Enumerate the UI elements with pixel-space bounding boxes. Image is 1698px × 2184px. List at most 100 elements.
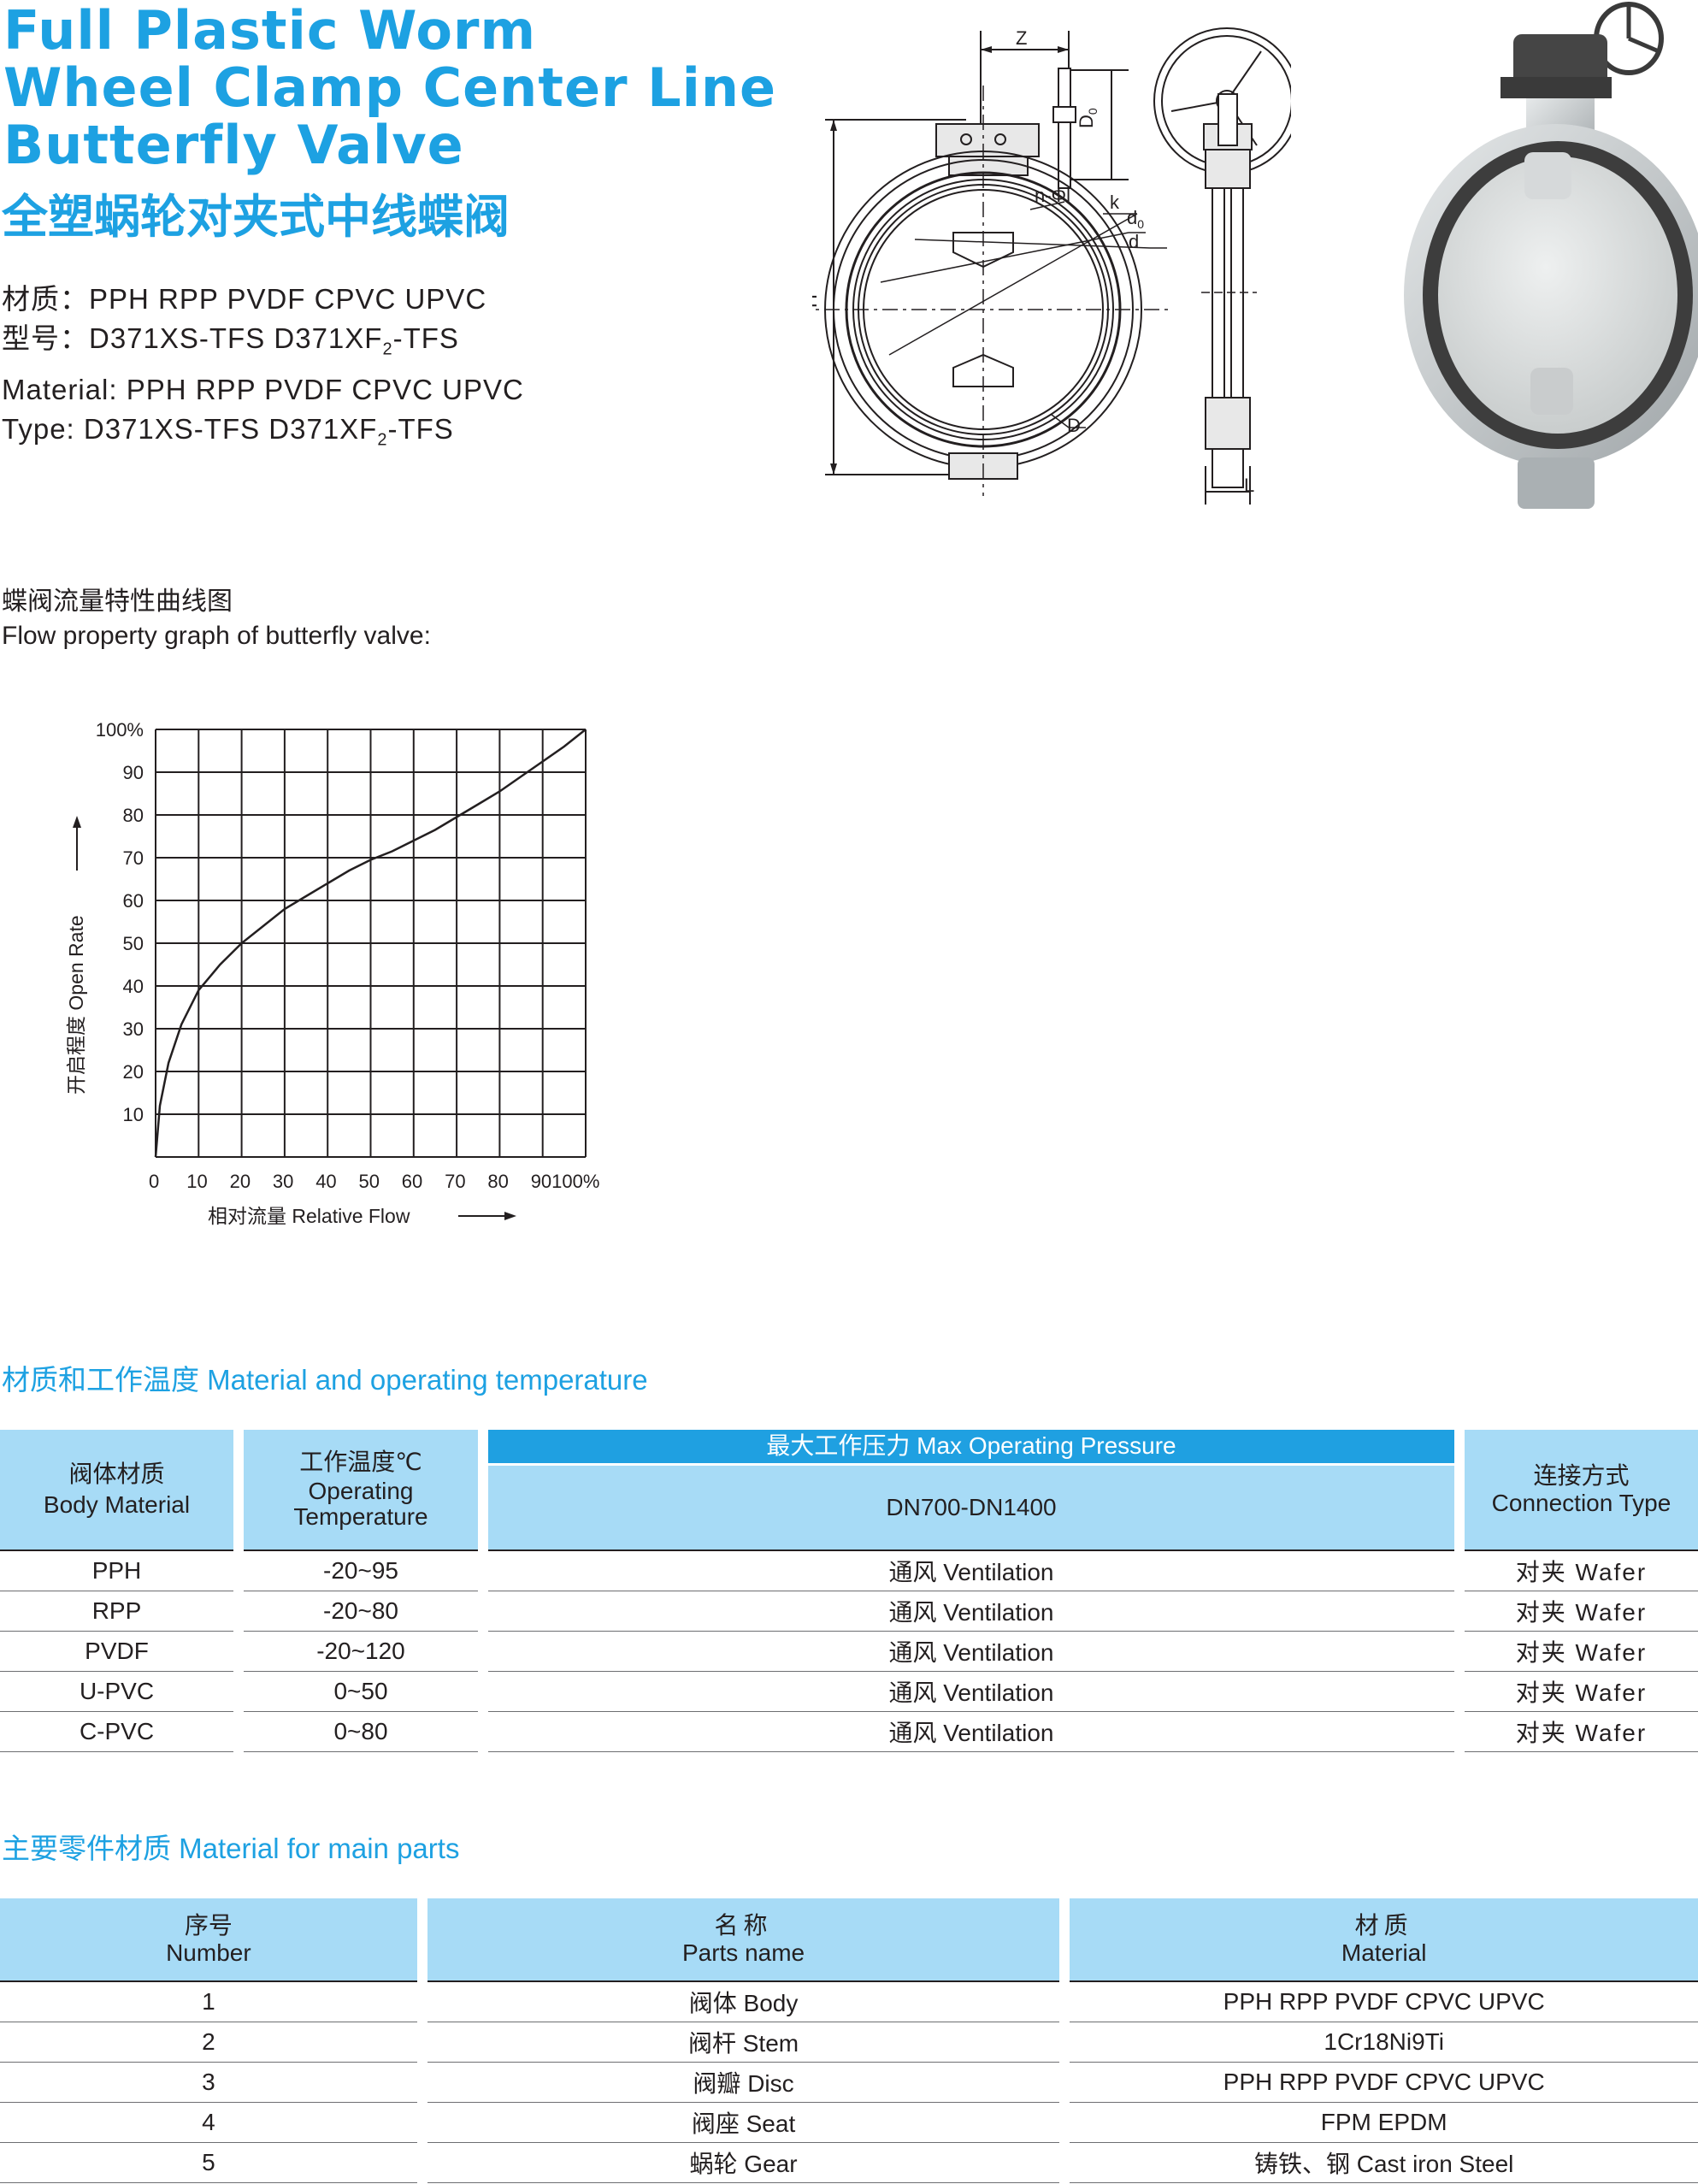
cell-body-material: C-PVC (0, 1712, 233, 1752)
cell-pressure: 通风 Ventilation (488, 1712, 1454, 1752)
label-d0-lower-sub: 0 (1137, 217, 1144, 231)
th-temp-cn: 工作温度℃ (299, 1449, 422, 1475)
page-title: Full Plastic Worm Wheel Clamp Center Lin… (3, 2, 824, 174)
page-title-cn: 全塑蜗轮对夹式中线蝶阀 (2, 190, 510, 244)
cell-temperature: -20~120 (244, 1632, 478, 1672)
subscript: 2 (377, 430, 388, 450)
th-connection-type: 连接方式 Connection Type (1465, 1430, 1698, 1551)
th-material: 材质 Material (1070, 1898, 1698, 1982)
y-tick-label: 70 (123, 847, 144, 869)
x-tick-label: 0 (149, 1171, 159, 1192)
y-tick-label: 100% (96, 719, 144, 741)
th-parts-name: 名称 Parts name (427, 1898, 1060, 1982)
cell-temperature: -20~80 (244, 1591, 478, 1632)
label-n-phi-l: n-Φl (1035, 185, 1070, 206)
y-tick-label: 10 (123, 1104, 144, 1125)
table2-heading: 主要零件材质 Material for main parts (2, 1833, 460, 1864)
x-tick-label: 90100% (531, 1171, 600, 1192)
cell-part-name: 阀杆 Stem (427, 2022, 1060, 2063)
cell-pressure: 通风 Ventilation (488, 1632, 1454, 1672)
th-dn-range: DN700-DN1400 (488, 1462, 1454, 1551)
cell-temperature: 0~50 (244, 1672, 478, 1712)
x-tick-label: 70 (445, 1171, 465, 1192)
x-tick-label: 80 (487, 1171, 508, 1192)
th-parts-name-cn: 名称 (714, 1912, 773, 1939)
spec-type-en-prefix: Type: D371XS-TFS D371XF (2, 413, 378, 445)
cell-body-material: U-PVC (0, 1672, 233, 1712)
cell-temperature: -20~95 (244, 1551, 478, 1591)
x-tick-label: 50 (359, 1171, 380, 1192)
spec-material-en: Material: PPH RPP PVDF CPVC UPVC (2, 374, 524, 405)
spec-type-cn-suffix: -TFS (392, 322, 459, 354)
y-tick-label: 90 (123, 762, 144, 783)
cell-connection: 对夹 Wafer (1465, 1551, 1698, 1591)
y-tick-label: 20 (123, 1061, 144, 1083)
cell-part-name: 阀体 Body (427, 1982, 1060, 2022)
cell-pressure: 通风 Ventilation (488, 1672, 1454, 1712)
x-tick-label: 60 (402, 1171, 422, 1192)
title-line-1: Full Plastic Worm (3, 0, 537, 62)
cell-body-material: PPH (0, 1551, 233, 1591)
graph-caption-en: Flow property graph of butterfly valve: (2, 622, 431, 650)
th-conn-en: Connection Type (1491, 1490, 1671, 1516)
material-temperature-table: 阀体材质 Body Material 工作温度℃ Operating Tempe… (0, 1430, 1698, 1752)
label-d0-upper-main: D (1076, 115, 1097, 128)
label-d0-upper-sub: 0 (1086, 108, 1100, 115)
cell-material: PPH RPP PVDF CPVC UPVC (1070, 1982, 1698, 2022)
label-k: k (1110, 192, 1120, 213)
table1-heading: 材质和工作温度 Material and operating temperatu… (2, 1364, 648, 1396)
cell-material: 1Cr18Ni9Ti (1070, 2022, 1698, 2063)
x-tick-label: 20 (230, 1171, 251, 1192)
th-parts-name-en: Parts name (681, 1939, 805, 1966)
spec-type-cn: 型号：D371XS-TFS D371XF2-TFS (2, 320, 459, 369)
chart-xlabel-arrow (458, 1212, 516, 1220)
title-line-2: Wheel Clamp Center Line (3, 56, 777, 119)
label-d: d (1129, 231, 1139, 252)
cell-pressure: 通风 Ventilation (488, 1591, 1454, 1632)
cell-connection: 对夹 Wafer (1465, 1712, 1698, 1752)
label-h: H (812, 294, 821, 308)
th-material-en: Material (1341, 1939, 1427, 1966)
th-conn-cn: 连接方式 (1533, 1462, 1630, 1489)
valve-product-photo (1404, 2, 1698, 509)
th-temp-en1: Operating (308, 1478, 414, 1504)
cell-number: 3 (0, 2063, 417, 2103)
cell-part-name: 阀瓣 Disc (427, 2063, 1060, 2103)
graph-caption: 蝶阀流量特性曲线图 Flow property graph of butterf… (2, 585, 431, 653)
cell-material: PPH RPP PVDF CPVC UPVC (1070, 2063, 1698, 2103)
x-tick-label: 30 (273, 1171, 293, 1192)
chart-xlabel: 相对流量 Relative Flow (208, 1205, 410, 1227)
cell-part-name: 阀座 Seat (427, 2103, 1060, 2143)
th-body-material-cn: 阀体材质 (68, 1461, 165, 1487)
label-big-d: D (1067, 415, 1081, 436)
spec-material-cn: 材质：PPH RPP PVDF CPVC UPVC (2, 283, 487, 315)
cell-body-material: PVDF (0, 1632, 233, 1672)
chart-ylabel: 开启程度 Open Rate (65, 915, 87, 1095)
chart-grid (155, 729, 587, 1158)
graph-caption-cn: 蝶阀流量特性曲线图 (2, 587, 233, 616)
chart-series-line (154, 729, 587, 1158)
label-l: L (1244, 475, 1254, 496)
th-max-pressure: 最大工作压力 Max Operating Pressure (488, 1430, 1454, 1463)
label-d0-lower: d0 (1127, 207, 1144, 231)
cell-number: 1 (0, 1982, 417, 2022)
y-tick-label: 80 (123, 805, 144, 826)
th-number: 序号 Number (0, 1898, 417, 1982)
cell-pressure: 通风 Ventilation (488, 1551, 1454, 1591)
spec-type-en: Type: D371XS-TFS D371XF2-TFS (2, 410, 454, 459)
cell-part-name: 蜗轮 Gear (427, 2143, 1060, 2183)
th-body-material: 阀体材质 Body Material (0, 1430, 233, 1551)
label-z: Z (1016, 27, 1027, 49)
title-line-3: Butterfly Valve (3, 114, 464, 176)
th-body-material-en: Body Material (43, 1491, 191, 1518)
